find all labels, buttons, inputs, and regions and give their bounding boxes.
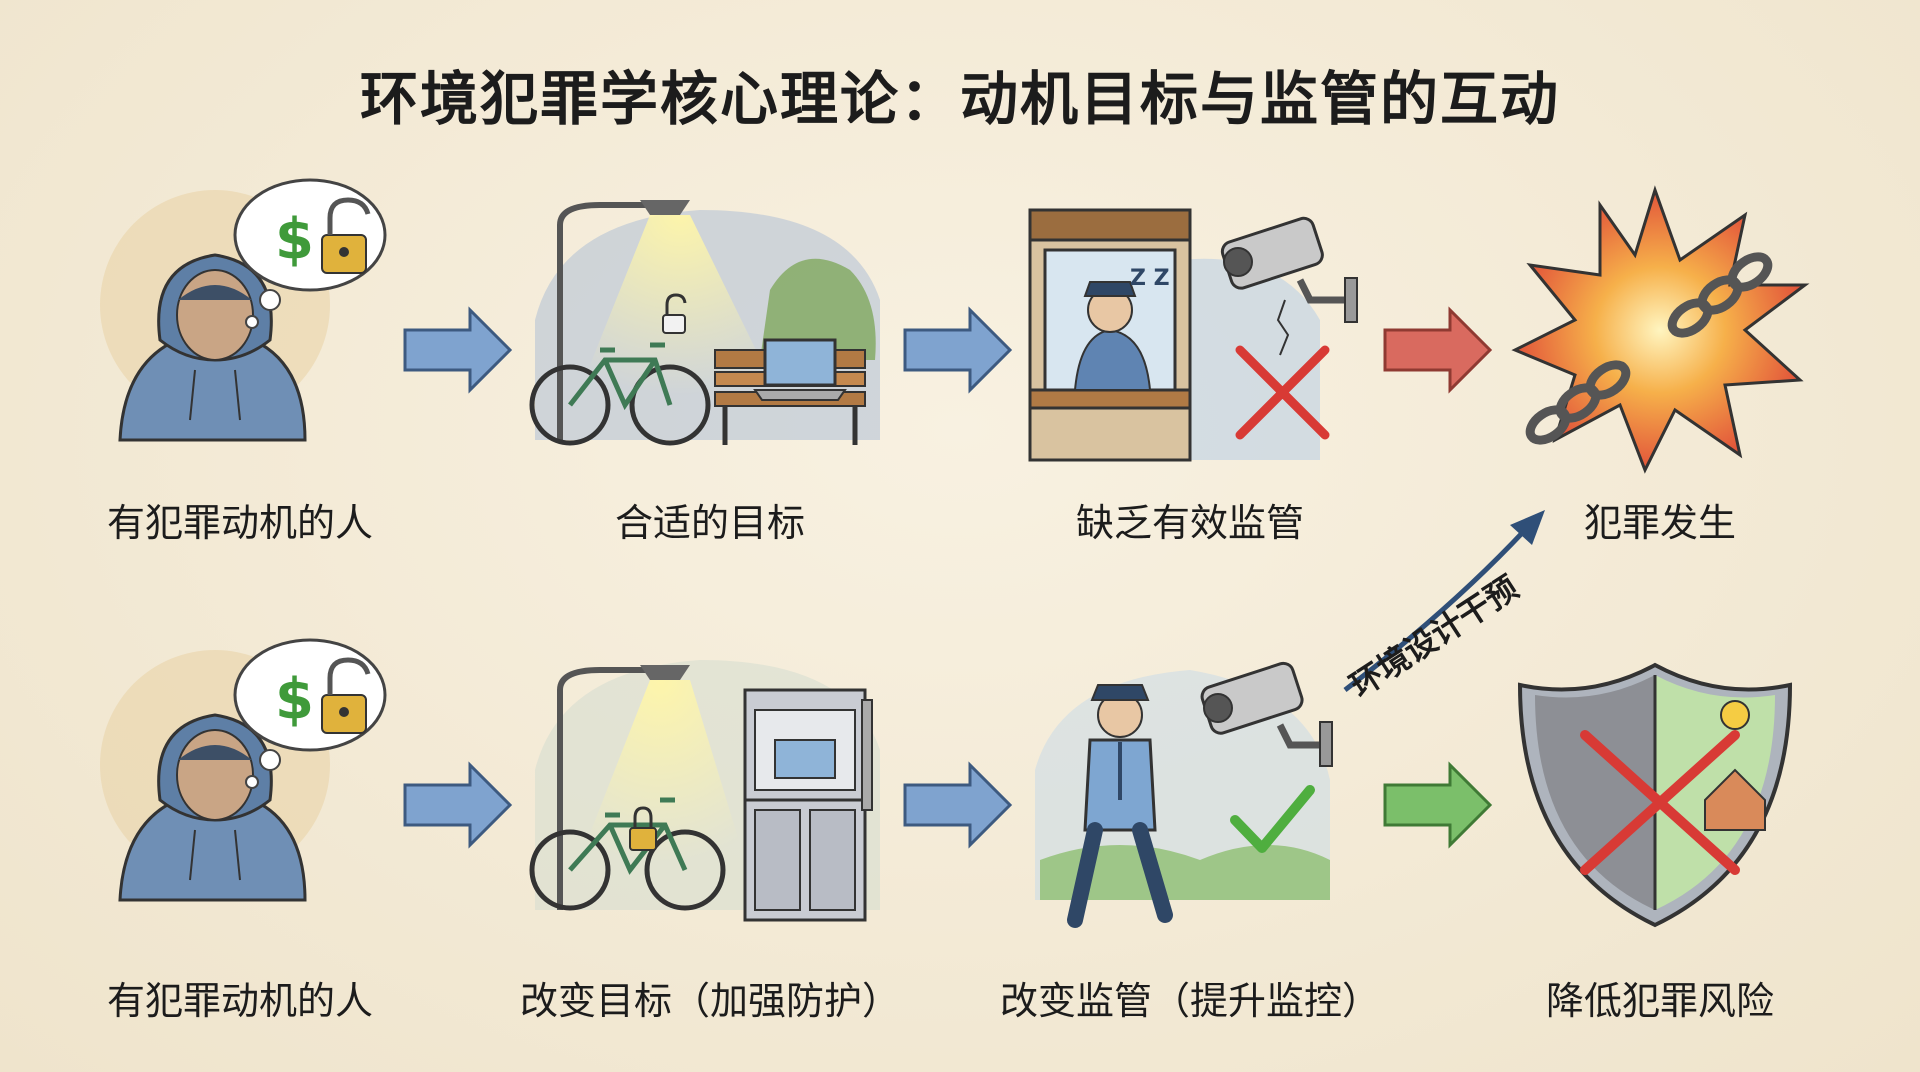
reduced-risk-shield-illustration <box>1517 662 1793 928</box>
open-padlock-icon <box>321 197 371 274</box>
bicycle-icon <box>529 342 711 446</box>
arrow-top-3 <box>1383 306 1493 394</box>
security-camera-icon <box>1200 661 1333 767</box>
sleep-zzz-icon: Z Z <box>1130 266 1170 291</box>
arrow-top-2 <box>903 306 1013 394</box>
label-target-top: 合适的目标 <box>614 501 805 545</box>
locked-padlock-icon <box>629 806 657 851</box>
label-outcome-top: 犯罪发生 <box>1583 501 1736 545</box>
arrow-top-1 <box>403 306 513 394</box>
open-padlock-icon <box>321 657 371 734</box>
open-padlock-icon <box>662 293 687 334</box>
arrow-bottom-2 <box>903 761 1013 849</box>
house-icon <box>1704 768 1766 831</box>
label-offender-top: 有犯罪动机的人 <box>106 501 373 545</box>
dollar-icon: $ <box>275 207 314 272</box>
laptop-icon <box>774 739 836 779</box>
secure-locker-icon <box>743 688 873 922</box>
checkmark-icon <box>1230 785 1315 853</box>
laptop-icon <box>753 338 847 401</box>
arrow-bottom-1 <box>403 761 513 849</box>
police-officer-icon <box>1067 684 1173 928</box>
sun-icon <box>1720 700 1750 730</box>
crime-occurs-illustration <box>1511 185 1810 474</box>
label-guardian-bottom: 改变监管（提升监控） <box>999 979 1380 1023</box>
page-title: 环境犯罪学核心理论：动机目标与监管的互动 <box>359 65 1560 133</box>
guardian-bottom-illustration <box>1035 661 1333 928</box>
security-camera-icon <box>1220 216 1358 356</box>
label-target-bottom: 改变目标（加强防护） <box>519 979 900 1023</box>
thought-bubble-bottom: $ <box>233 638 387 789</box>
dollar-icon: $ <box>275 667 314 732</box>
label-guardian-top: 缺乏有效监管 <box>1075 501 1304 545</box>
target-bottom-illustration <box>529 660 880 922</box>
guardian-top-illustration: Z Z <box>1028 208 1358 462</box>
label-offender-bottom: 有犯罪动机的人 <box>106 979 373 1023</box>
arrow-bottom-3 <box>1383 761 1493 849</box>
label-outcome-bottom: 降低犯罪风险 <box>1545 979 1774 1023</box>
thought-bubble-top: $ <box>233 178 387 329</box>
cross-icon <box>1235 345 1330 440</box>
cross-icon <box>1580 730 1740 875</box>
bicycle-icon <box>529 797 726 911</box>
intervention-arrow <box>1343 510 1545 692</box>
broken-chain-icon <box>1525 252 1773 445</box>
target-top-illustration <box>529 200 880 446</box>
